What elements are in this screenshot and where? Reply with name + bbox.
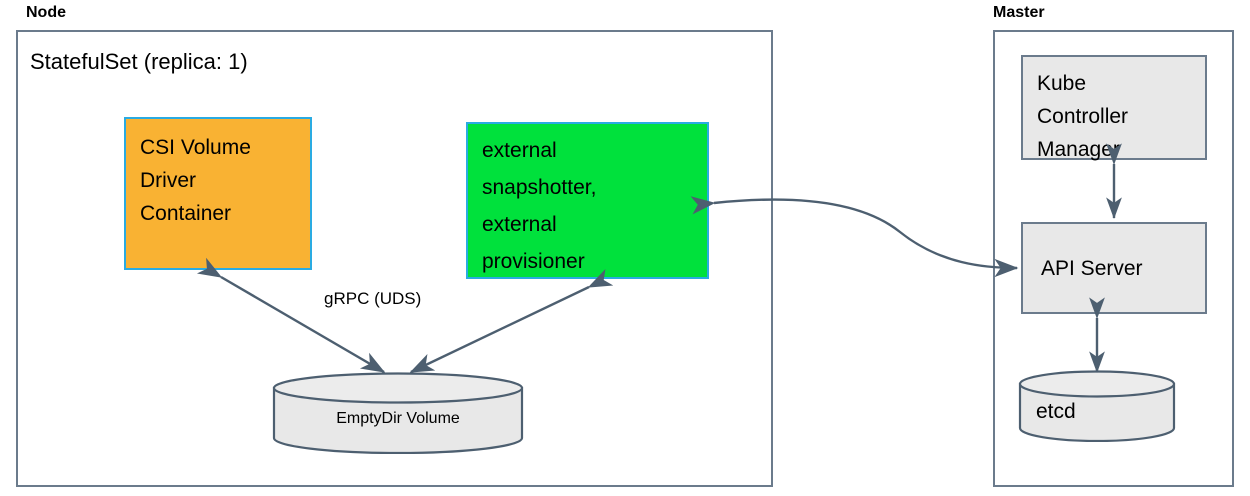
master-group-label: Master [993,4,1045,21]
etcd-cylinder[interactable]: etcd [1018,370,1176,442]
csi-box-line-2: Driver [140,169,196,192]
node-group-label: Node [26,4,66,21]
emptydir-volume-cylinder[interactable]: EmptyDir Volume [272,372,524,454]
sidecar-box-line-4: provisioner [482,250,585,273]
sidecar-box-line-1: external [482,139,557,162]
csi-box-line-3: Container [140,202,232,225]
csi-volume-driver-container-box[interactable]: CSI Volume Driver Container [124,117,312,270]
api-server-label: API Server [1041,256,1143,280]
grpc-uds-edge-label: gRPC (UDS) [324,289,422,308]
sidecar-box-line-2: snapshotter, [482,176,597,199]
statefulset-title: StatefulSet (replica: 1) [30,49,248,74]
sidecar-box-line-3: external [482,213,557,236]
kcm-line-3: Manager [1037,138,1120,161]
kube-controller-manager-box[interactable]: Kube Controller Manager [1021,55,1207,161]
csi-box-line-1: CSI Volume [140,136,251,159]
emptydir-volume-label: EmptyDir Volume [336,410,460,427]
kcm-line-1: Kube [1037,72,1087,95]
etcd-label: etcd [1036,400,1076,423]
external-sidecars-box[interactable]: external snapshotter, external provision… [466,122,709,279]
api-server-box[interactable]: API Server [1021,222,1207,314]
kcm-line-2: Controller [1037,105,1129,128]
